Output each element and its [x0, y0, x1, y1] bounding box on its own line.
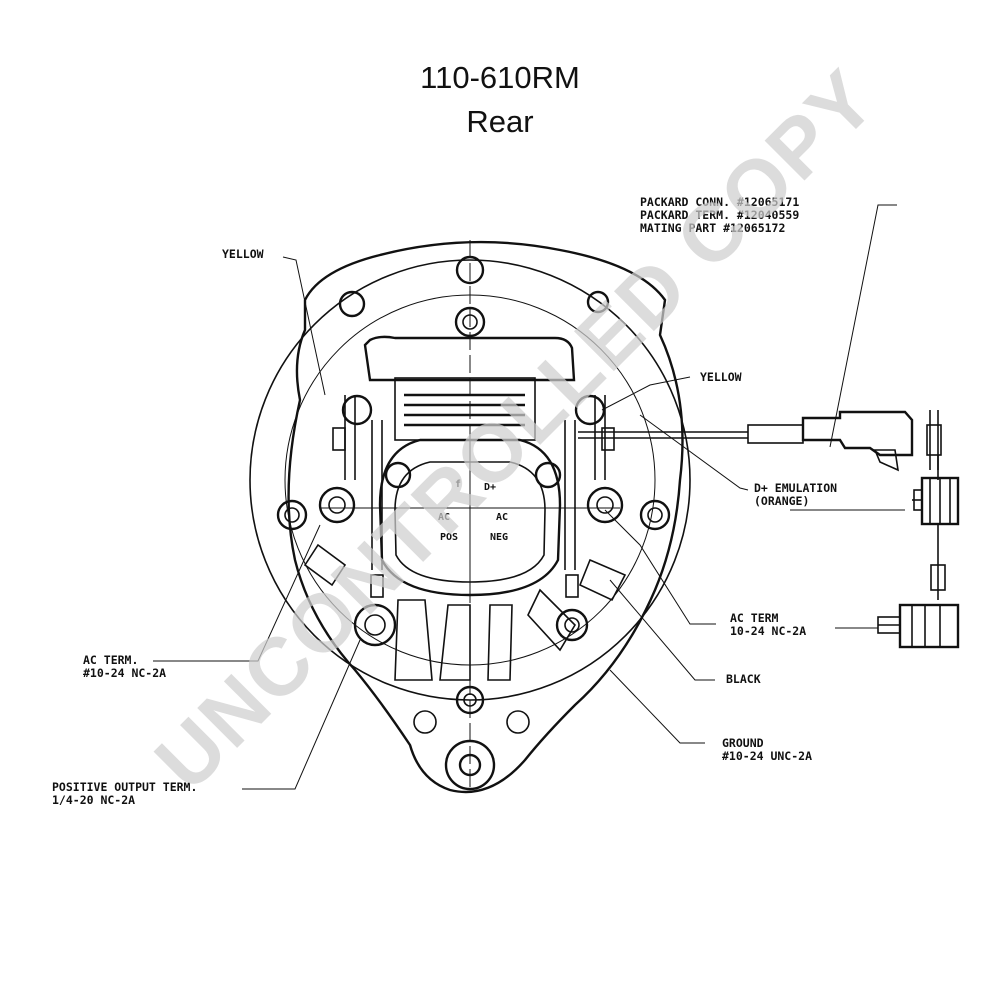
terminal-studs	[276, 394, 671, 791]
inner-label-d-plus: D+	[484, 482, 496, 493]
leader-lines	[153, 204, 905, 790]
regulator-plate	[363, 306, 576, 441]
inner-label-ac-right: AC	[496, 512, 508, 523]
label-packard-term: PACKARD TERM. #12040559	[640, 208, 799, 222]
terminal-block	[378, 438, 562, 597]
diagram-subtitle: Rear	[466, 104, 534, 139]
label-ac-term-right-spec: 10-24 NC-2A	[730, 624, 806, 638]
inner-label-ac-left: AC	[438, 512, 450, 523]
packard-connector	[578, 410, 942, 480]
inner-label-f-symbol: f	[455, 479, 461, 490]
label-packard-conn: PACKARD CONN. #12065171	[640, 195, 799, 209]
stud-detail-upper	[912, 476, 960, 600]
wire-harness	[332, 395, 615, 598]
label-mating-part: MATING PART #12065172	[640, 221, 785, 235]
cooling-vents	[303, 543, 627, 681]
inner-label-pos: POS	[440, 532, 458, 543]
label-ground: GROUND	[722, 736, 764, 750]
label-d-plus-emulation: D+ EMULATION	[754, 481, 837, 495]
label-yellow-left: YELLOW	[222, 247, 264, 261]
stud-detail-lower	[877, 603, 960, 649]
label-black: BLACK	[726, 672, 761, 686]
label-ac-term-left: AC TERM.	[83, 653, 138, 667]
diagram-title: 110-610RM	[420, 60, 580, 95]
label-positive-output: POSITIVE OUTPUT TERM.	[52, 780, 197, 794]
label-positive-output-spec: 1/4-20 NC-2A	[52, 793, 135, 807]
label-yellow-right: YELLOW	[700, 370, 742, 384]
label-ac-term-right: AC TERM	[730, 611, 779, 625]
label-ac-term-left-spec: #10-24 NC-2A	[83, 666, 166, 680]
alternator-housing	[249, 240, 691, 794]
label-ground-spec: #10-24 UNC-2A	[722, 749, 812, 763]
label-d-plus-color: (ORANGE)	[754, 494, 809, 508]
inner-label-neg: NEG	[490, 532, 508, 543]
